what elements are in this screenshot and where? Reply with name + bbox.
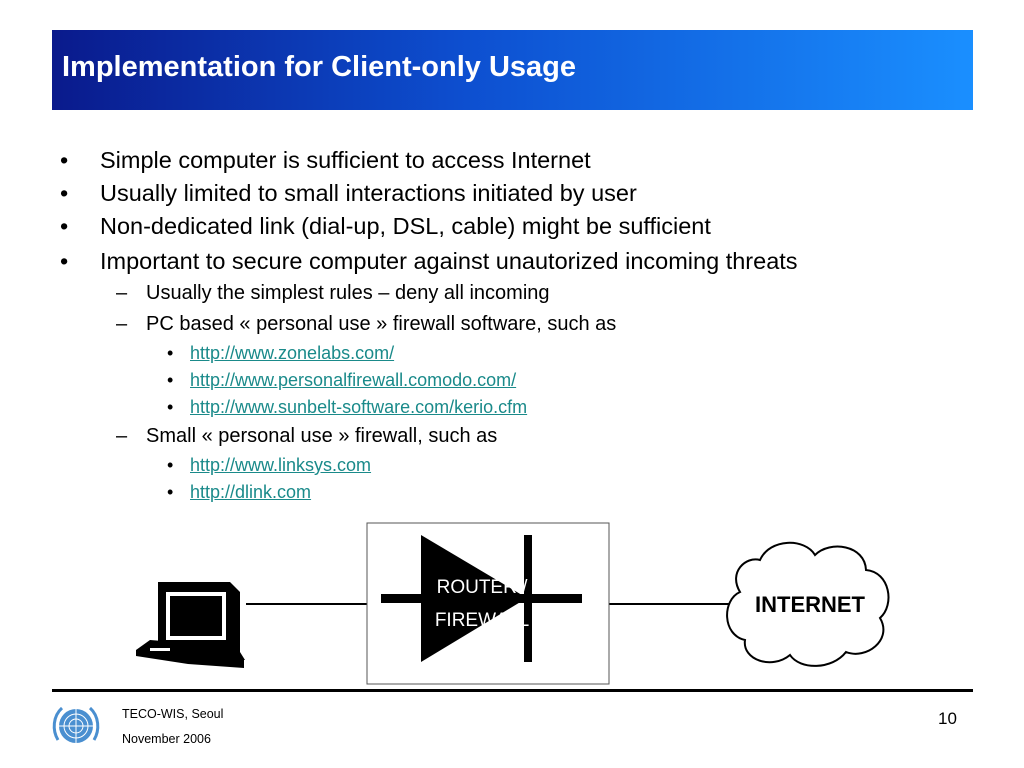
link-dlink[interactable]: http://dlink.com xyxy=(190,482,312,502)
internet-label: INTERNET xyxy=(755,592,866,617)
dash-marker: – xyxy=(116,313,128,335)
bullet-marker: • xyxy=(167,482,174,502)
bullet-1: Simple computer is sufficient to access … xyxy=(100,147,591,173)
link-comodo[interactable]: http://www.personalfirewall.comodo.com/ xyxy=(190,370,517,390)
dash-marker: – xyxy=(116,282,128,304)
router-label-line2: FIREWALL xyxy=(435,610,529,631)
sub-bullet-2: PC based « personal use » firewall softw… xyxy=(146,313,617,335)
bullet-marker: • xyxy=(167,455,174,475)
link-zonelabs[interactable]: http://www.zonelabs.com/ xyxy=(190,343,395,363)
bullet-4: Important to secure computer against una… xyxy=(100,248,798,274)
bullet-marker: • xyxy=(167,370,174,390)
sub-bullet-3: Small « personal use » firewall, such as xyxy=(146,425,498,447)
slide-title: Implementation for Client-only Usage xyxy=(62,51,576,83)
sub-bullet-1: Usually the simplest rules – deny all in… xyxy=(146,282,550,304)
title-bar: Implementation for Client-only Usage xyxy=(52,30,973,110)
dash-marker: – xyxy=(116,425,128,447)
bullet-marker: • xyxy=(60,248,69,274)
page-number: 10 xyxy=(938,709,957,728)
router-label-line1: ROUTER / xyxy=(437,577,529,598)
un-emblem-icon xyxy=(52,706,100,743)
link-linksys[interactable]: http://www.linksys.com xyxy=(190,455,372,475)
desktop-computer-icon xyxy=(136,582,245,668)
bullet-marker: • xyxy=(60,147,69,173)
bullet-marker: • xyxy=(60,180,69,206)
link-sunbelt[interactable]: http://www.sunbelt-software.com/kerio.cf… xyxy=(190,397,528,417)
bullet-marker: • xyxy=(167,343,174,363)
footer-divider xyxy=(52,689,973,692)
bullet-marker: • xyxy=(167,397,174,417)
bullet-2: Usually limited to small interactions in… xyxy=(100,180,637,206)
footer-date: November 2006 xyxy=(122,732,211,746)
cloud-icon xyxy=(726,541,890,667)
bullet-3: Non-dedicated link (dial-up, DSL, cable)… xyxy=(100,213,711,239)
bullet-marker: • xyxy=(60,213,69,239)
footer-org: TECO-WIS, Seoul xyxy=(122,707,224,721)
router-firewall-icon xyxy=(381,535,582,662)
